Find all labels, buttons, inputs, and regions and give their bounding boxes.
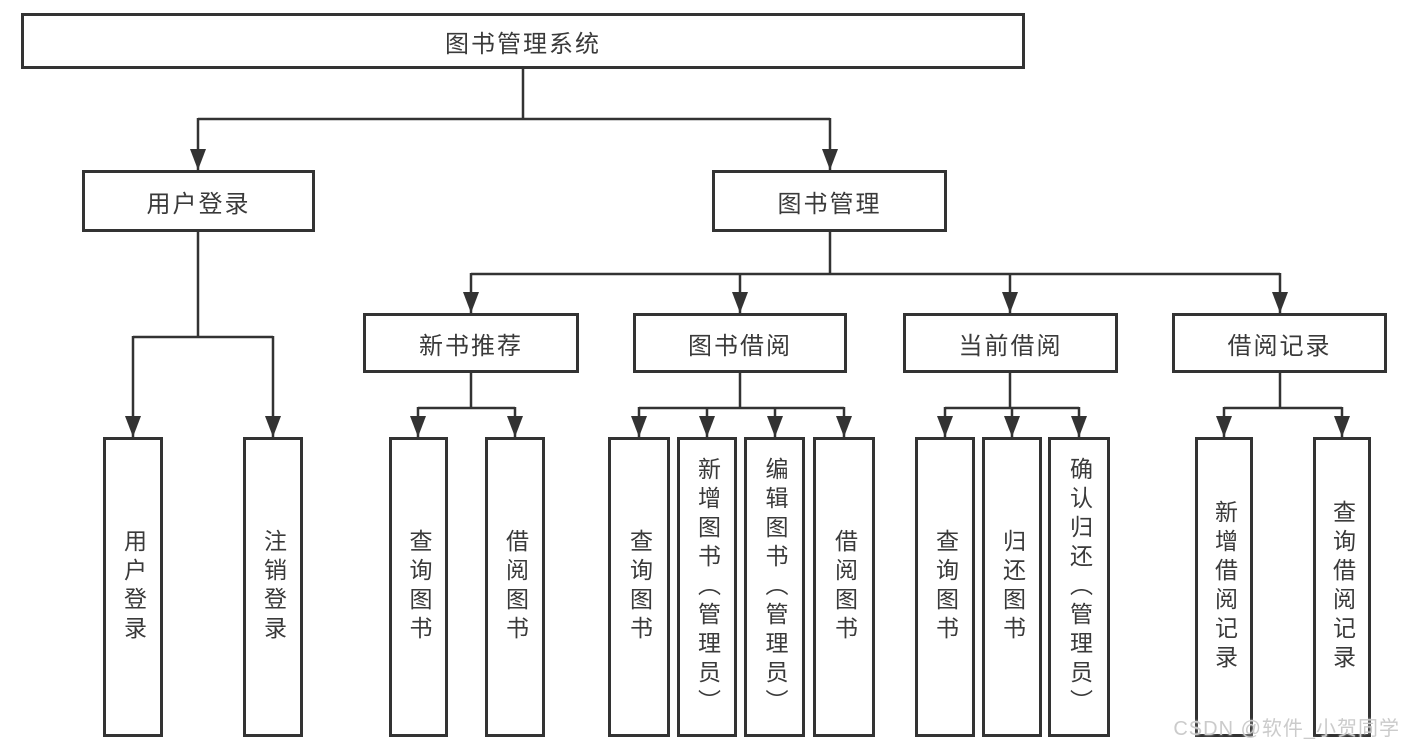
leaf-query-books-borrow: 查询图书 [608,437,670,737]
connector-root-to-level2 [190,69,838,170]
node-user-login: 用户登录 [82,170,315,232]
leaf-edit-books-admin: 编辑图书（管理员） [744,437,805,737]
leaf-query-books-current: 查询图书 [915,437,975,737]
leaf-borrow-books-recommend: 借阅图书 [485,437,545,737]
leaf-borrow-books: 借阅图书 [813,437,875,737]
connector-book-borrow-children [631,373,852,437]
node-book-borrow: 图书借阅 [633,313,847,373]
connector-book-management-children [463,232,1288,313]
node-borrow-records: 借阅记录 [1172,313,1387,373]
connector-user-login-children [125,232,281,437]
node-book-management: 图书管理 [712,170,947,232]
connector-current-borrow-children [937,373,1087,437]
leaf-return-books: 归还图书 [982,437,1042,737]
connector-borrow-records-children [1216,373,1350,437]
leaf-confirm-return-admin: 确认归还（管理员） [1048,437,1110,737]
watermark: CSDN @软件_小贺同学 [1173,718,1400,740]
leaf-query-borrow-record: 查询借阅记录 [1313,437,1371,737]
node-current-borrow: 当前借阅 [903,313,1118,373]
leaf-add-books-admin: 新增图书（管理员） [677,437,737,737]
leaf-query-books-recommend: 查询图书 [389,437,448,737]
node-library-management-system: 图书管理系统 [21,13,1025,69]
leaf-add-borrow-record: 新增借阅记录 [1195,437,1253,737]
connector-new-book-recommend-children [410,373,523,437]
leaf-logout: 注销登录 [243,437,303,737]
leaf-user-login: 用户登录 [103,437,163,737]
node-new-book-recommend: 新书推荐 [363,313,579,373]
